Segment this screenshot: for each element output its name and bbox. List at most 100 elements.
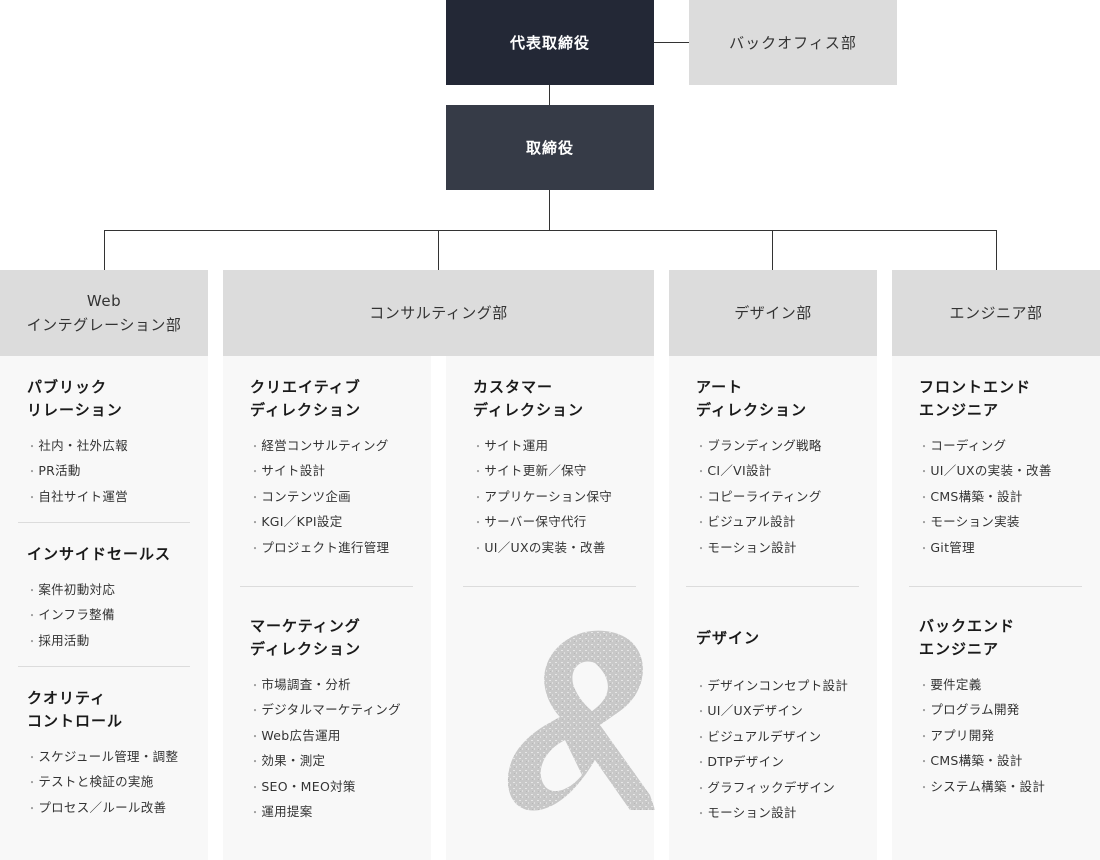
- section-frontend-engineer: フロントエンド エンジニア コーディング UI／UXの実装・改善 CMS構築・設…: [919, 376, 1052, 561]
- list-item: Git管理: [919, 536, 1052, 561]
- item-list: ブランディング戦略 CI／VI設計 コピーライティング ビジュアル設計 モーショ…: [696, 434, 822, 561]
- backoffice-box: バックオフィス部: [689, 0, 897, 85]
- item-list: 案件初動対応 インフラ整備 採用活動: [27, 578, 171, 654]
- list-item: コーディング: [919, 434, 1052, 459]
- item-list: コーディング UI／UXの実装・改善 CMS構築・設計 モーション実装 Git管…: [919, 434, 1052, 561]
- list-item: モーション設計: [696, 801, 848, 826]
- item-list: サイト運用 サイト更新／保守 アプリケーション保守 サーバー保守代行 UI／UX…: [473, 434, 612, 561]
- divider: [463, 586, 636, 587]
- list-item: 自社サイト運営: [27, 485, 128, 510]
- dept-web-title-line1: Web: [86, 292, 122, 310]
- list-item: サイト更新／保守: [473, 459, 612, 484]
- list-item: コンテンツ企画: [250, 485, 389, 510]
- list-item: アプリケーション保守: [473, 485, 612, 510]
- list-item: モーション実装: [919, 510, 1052, 535]
- list-item: プロセス／ルール改善: [27, 796, 178, 821]
- connector-ceo-backoffice: [654, 42, 689, 43]
- list-item: サイト運用: [473, 434, 612, 459]
- list-item: テストと検証の実施: [27, 770, 178, 795]
- item-list: デザインコンセプト設計 UI／UXデザイン ビジュアルデザイン DTPデザイン …: [696, 674, 848, 826]
- list-item: 運用提案: [250, 800, 401, 825]
- list-item: デジタルマーケティング: [250, 698, 401, 723]
- list-item: UI／UXデザイン: [696, 699, 848, 724]
- list-item: SEO・MEO対策: [250, 775, 401, 800]
- item-list: 要件定義 プログラム開発 アプリ開発 CMS構築・設計 システム構築・設計: [919, 673, 1045, 800]
- section-title: インサイドセールス: [27, 545, 172, 563]
- dept-web-title-line2: インテグレーション部: [26, 316, 182, 334]
- ampersand-decoration: [500, 625, 660, 825]
- list-item: グラフィックデザイン: [696, 776, 848, 801]
- item-list: 社内・社外広報 PR活動 自社サイト運営: [27, 434, 128, 510]
- ceo-box: 代表取締役: [446, 0, 654, 85]
- list-item: 要件定義: [919, 673, 1045, 698]
- ampersand-graphic: [507, 630, 655, 811]
- section-marketing-direction: マーケティング ディレクション 市場調査・分析 デジタルマーケティング Web広…: [250, 615, 401, 825]
- connector-web: [104, 230, 105, 270]
- list-item: CMS構築・設計: [919, 749, 1045, 774]
- divider: [909, 586, 1082, 587]
- ceo-label: 代表取締役: [509, 34, 590, 52]
- list-item: ビジュアル設計: [696, 510, 822, 535]
- section-title: クオリティ コントロール: [27, 689, 124, 730]
- list-item: インフラ整備: [27, 603, 171, 628]
- list-item: Web広告運用: [250, 724, 401, 749]
- list-item: コピーライティング: [696, 485, 822, 510]
- dept-design-header: デザイン部: [669, 270, 877, 356]
- section-design: デザイン デザインコンセプト設計 UI／UXデザイン ビジュアルデザイン DTP…: [696, 627, 848, 826]
- section-customer-direction: カスタマー ディレクション サイト運用 サイト更新／保守 アプリケーション保守 …: [473, 376, 612, 561]
- list-item: 市場調査・分析: [250, 673, 401, 698]
- dept-web-header: Web インテグレーション部: [0, 270, 208, 356]
- list-item: システム構築・設計: [919, 775, 1045, 800]
- list-item: アプリ開発: [919, 724, 1045, 749]
- section-title: アート ディレクション: [696, 378, 807, 419]
- list-item: 採用活動: [27, 629, 171, 654]
- section-inside-sales: インサイドセールス 案件初動対応 インフラ整備 採用活動: [27, 543, 171, 654]
- list-item: スケジュール管理・調整: [27, 745, 178, 770]
- list-item: サーバー保守代行: [473, 510, 612, 535]
- list-item: 案件初動対応: [27, 578, 171, 603]
- connector-ceo-director: [549, 85, 550, 105]
- dept-engineer-title: エンジニア部: [949, 304, 1043, 322]
- section-title: フロントエンド エンジニア: [919, 378, 1032, 419]
- list-item: PR活動: [27, 459, 128, 484]
- connector-director-down: [549, 190, 550, 230]
- list-item: UI／UXの実装・改善: [473, 536, 612, 561]
- section-title: デザイン: [696, 629, 761, 647]
- item-list: 経営コンサルティング サイト設計 コンテンツ企画 KGI／KPI設定 プロジェク…: [250, 434, 389, 561]
- section-quality-control: クオリティ コントロール スケジュール管理・調整 テストと検証の実施 プロセス／…: [27, 687, 178, 821]
- list-item: CMS構築・設計: [919, 485, 1052, 510]
- list-item: KGI／KPI設定: [250, 510, 389, 535]
- dept-consulting-title: コンサルティング部: [369, 304, 508, 322]
- dept-consulting-header: コンサルティング部: [223, 270, 654, 356]
- list-item: 効果・測定: [250, 749, 401, 774]
- divider: [18, 522, 190, 523]
- list-item: ブランディング戦略: [696, 434, 822, 459]
- divider: [686, 586, 859, 587]
- divider: [240, 586, 413, 587]
- section-title: カスタマー ディレクション: [473, 378, 584, 419]
- connector-engineer: [996, 230, 997, 270]
- list-item: デザインコンセプト設計: [696, 674, 848, 699]
- list-item: モーション設計: [696, 536, 822, 561]
- dept-engineer-header: エンジニア部: [892, 270, 1100, 356]
- connector-design: [772, 230, 773, 270]
- section-backend-engineer: バックエンド エンジニア 要件定義 プログラム開発 アプリ開発 CMS構築・設計…: [919, 615, 1045, 800]
- list-item: DTPデザイン: [696, 750, 848, 775]
- dept-design-title: デザイン部: [734, 304, 812, 322]
- section-public-relations: パブリック リレーション 社内・社外広報 PR活動 自社サイト運営: [27, 376, 128, 510]
- section-title: バックエンド エンジニア: [919, 617, 1016, 658]
- list-item: プログラム開発: [919, 698, 1045, 723]
- section-art-direction: アート ディレクション ブランディング戦略 CI／VI設計 コピーライティング …: [696, 376, 822, 561]
- backoffice-label: バックオフィス部: [729, 34, 857, 52]
- list-item: ビジュアルデザイン: [696, 725, 848, 750]
- item-list: 市場調査・分析 デジタルマーケティング Web広告運用 効果・測定 SEO・ME…: [250, 673, 401, 825]
- connector-consulting: [438, 230, 439, 270]
- item-list: スケジュール管理・調整 テストと検証の実施 プロセス／ルール改善: [27, 745, 178, 821]
- list-item: CI／VI設計: [696, 459, 822, 484]
- director-box: 取締役: [446, 105, 654, 190]
- section-title: パブリック リレーション: [27, 378, 123, 419]
- list-item: 社内・社外広報: [27, 434, 128, 459]
- section-creative-direction: クリエイティブ ディレクション 経営コンサルティング サイト設計 コンテンツ企画…: [250, 376, 389, 561]
- section-title: クリエイティブ ディレクション: [250, 378, 361, 419]
- section-title: マーケティング ディレクション: [250, 617, 361, 658]
